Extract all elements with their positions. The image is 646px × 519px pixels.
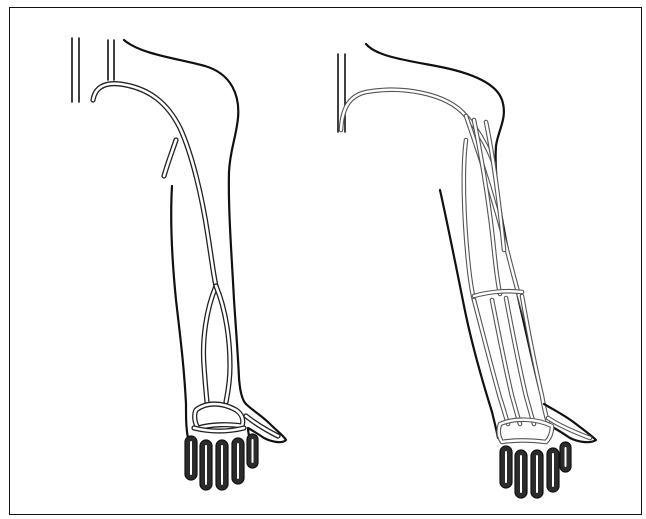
left-arm-diagram — [72, 38, 286, 490]
left-fingers — [185, 434, 258, 490]
left-arm-outline-inner — [171, 186, 186, 404]
right-fingers — [500, 442, 571, 498]
right-arm-diagram — [338, 44, 596, 498]
